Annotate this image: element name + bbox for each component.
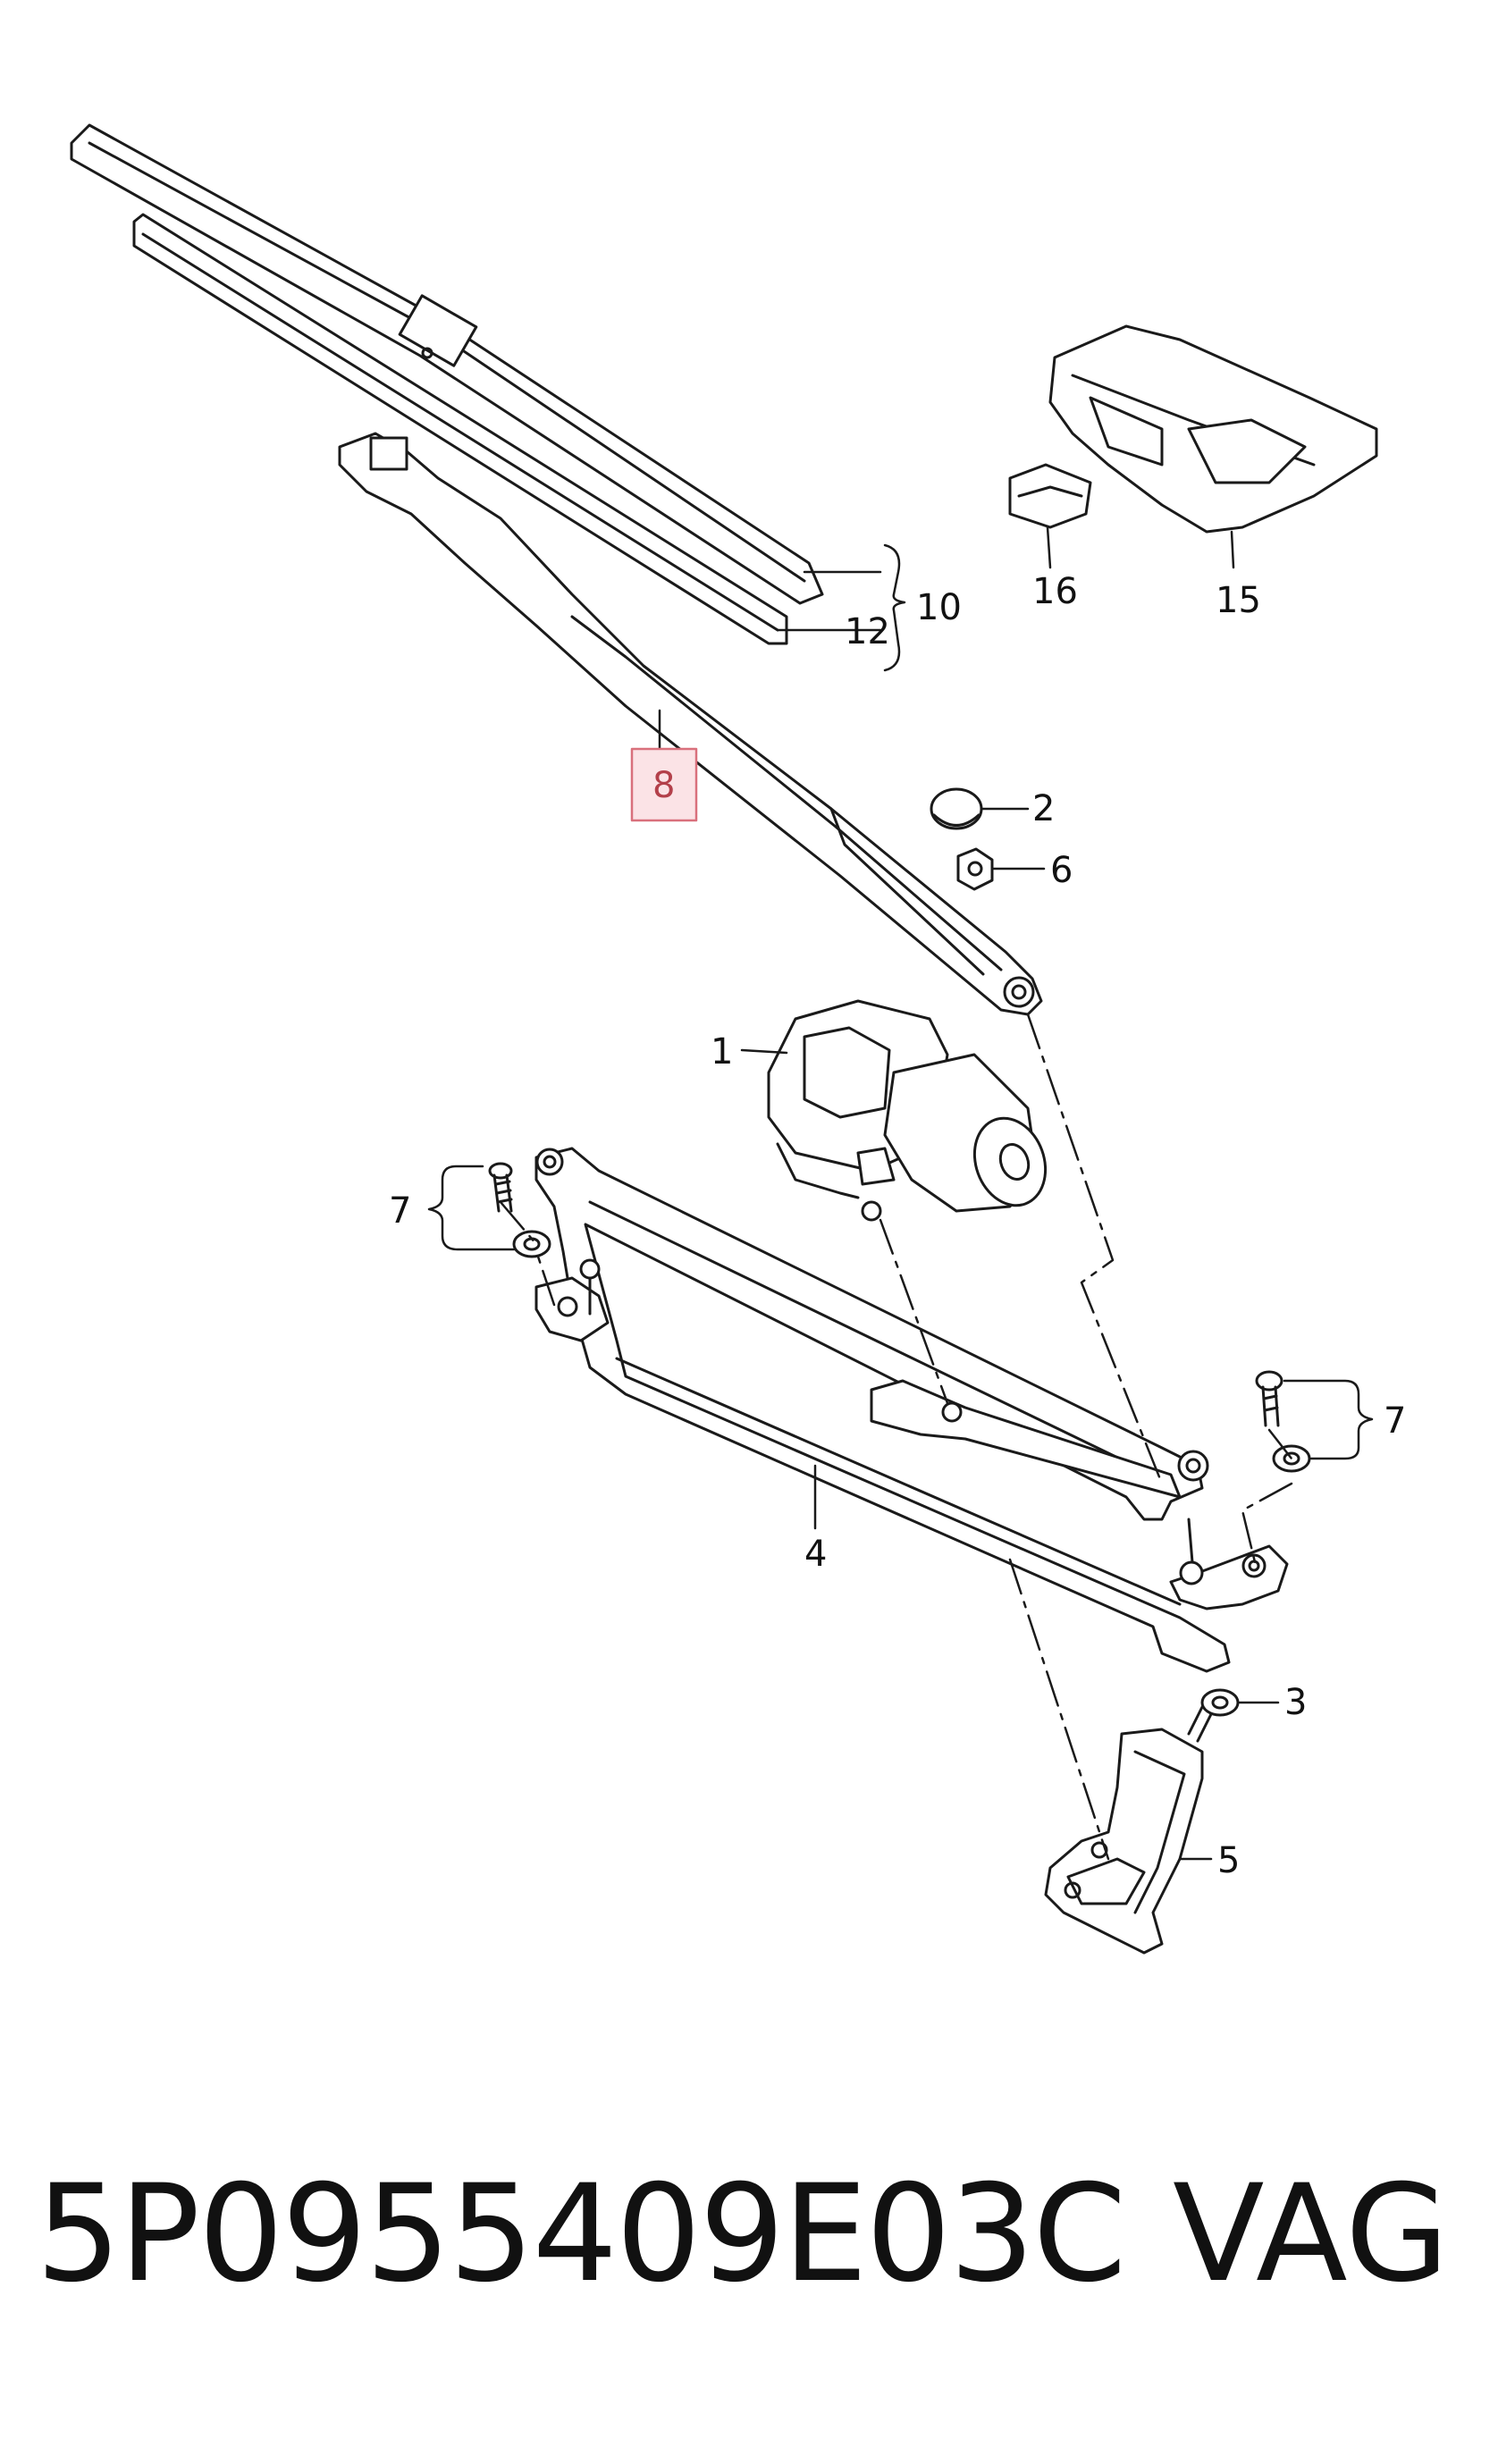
part-number: 5P0955409E03C (36, 2157, 1126, 2312)
callout-5: 5 (1217, 1840, 1240, 1881)
linkage-frame (534, 1147, 1289, 1673)
callout-7-right: 7 (1384, 1400, 1406, 1442)
callout-1: 1 (711, 1031, 733, 1072)
wiper-motor (767, 999, 1048, 1222)
cap (930, 787, 983, 830)
callout-8-highlight[interactable]: 8 (630, 747, 698, 822)
nut (956, 847, 994, 891)
callout-3: 3 (1284, 1682, 1307, 1723)
control-unit (1048, 324, 1378, 534)
alignment-lines (499, 1013, 1293, 1861)
callout-8: 8 (652, 765, 675, 806)
bolt-grommet-left (488, 1162, 551, 1258)
callout-10: 10 (916, 587, 962, 628)
callout-15: 15 (1216, 580, 1261, 621)
callout-labels: 10 12 16 15 2 6 1 7 7 4 3 5 (389, 571, 1406, 1881)
callout-12: 12 (845, 611, 890, 652)
wiper-blade (70, 123, 824, 645)
callout-2: 2 (1032, 788, 1055, 829)
callout-6: 6 (1050, 850, 1073, 891)
grommet-nut (1187, 1688, 1240, 1743)
callout-4: 4 (804, 1534, 827, 1575)
footer: 5P0955409E03C VAG (36, 2145, 1466, 2324)
brand-name: VAG (1173, 2157, 1450, 2312)
callout-7-left: 7 (389, 1190, 411, 1232)
callout-16: 16 (1032, 571, 1078, 612)
connector (1008, 463, 1092, 529)
mounting-bracket (1044, 1728, 1204, 1955)
bolt-grommet-right (1255, 1370, 1311, 1473)
wiper-arm (338, 432, 1043, 1016)
